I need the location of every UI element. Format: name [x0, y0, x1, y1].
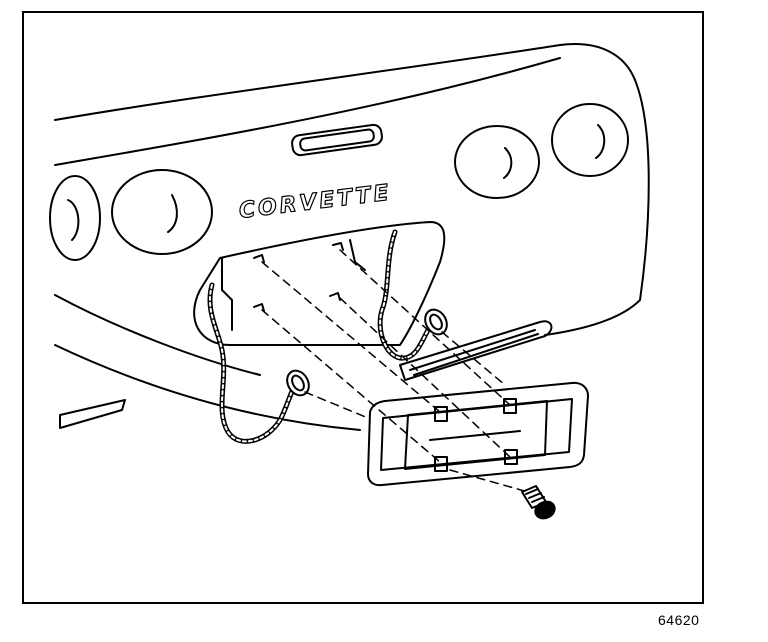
align-line-7: [449, 469, 529, 493]
license-lamp-left-lens: [291, 374, 305, 392]
screw-head: [534, 500, 556, 520]
bracket-slot-4: [504, 449, 518, 465]
wiring-harnesses: [207, 229, 431, 444]
tail-lamp-1: [49, 175, 101, 261]
figure-id-number: 64620: [658, 612, 700, 628]
bracket-slot-3: [434, 456, 448, 472]
fascia-top-inner-edge: [54, 57, 561, 166]
bracket-outer: [367, 381, 589, 487]
plate-pocket-outline: [193, 221, 446, 346]
plate-pocket: [193, 221, 446, 346]
pocket-mount-hole-4: [329, 292, 341, 301]
plate-pocket-inner-right: [349, 239, 366, 271]
license-lamp-right-lens: [429, 313, 443, 331]
center-stop-lamp-lens: [299, 128, 375, 152]
align-line-2: [339, 249, 511, 406]
tail-lamp-3-inner: [503, 147, 513, 179]
screw-threads: [525, 488, 545, 503]
harness-right-core: [379, 231, 429, 360]
rear-fascia: [54, 43, 650, 431]
center-stop-lamp: [291, 123, 383, 157]
align-line-6: [441, 331, 506, 386]
fascia-top-edge: [54, 43, 636, 121]
align-line-1: [261, 261, 441, 413]
tail-lamp-2-inner: [167, 194, 178, 233]
license-lamp-left: [286, 369, 310, 397]
pocket-mount-hole-1: [253, 254, 265, 263]
fascia-bottom-edge: [54, 344, 361, 431]
harness-left-core: [208, 284, 297, 443]
fascia-right-edge: [634, 79, 650, 301]
align-line-4: [339, 297, 511, 458]
tail-lamp-1-inner: [67, 199, 80, 241]
tail-lamps: [49, 103, 629, 261]
license-plate-bracket: [367, 381, 589, 487]
figure-frame: [22, 11, 704, 604]
tail-lamp-4-inner: [595, 124, 606, 159]
fastener-screw: [521, 485, 556, 520]
lower-reflector: [399, 320, 553, 381]
fascia-lower-edge: [54, 294, 261, 376]
tail-lamp-4: [551, 103, 629, 177]
pocket-mount-hole-3: [253, 303, 265, 312]
license-lamps: [286, 308, 448, 397]
plate-pocket-inner-left: [221, 257, 233, 331]
corvette-badge: CORVETTE: [238, 180, 393, 224]
pocket-mount-hole-2: [332, 242, 344, 251]
tail-lamp-2: [111, 169, 213, 255]
lower-reflector-lines: [409, 329, 539, 376]
bracket-slot-2: [503, 398, 517, 414]
bracket-rib: [429, 430, 521, 441]
tail-lamp-3: [454, 125, 540, 199]
align-line-5: [304, 391, 369, 419]
bracket-slot-1: [434, 406, 448, 422]
alignment-lines: [261, 249, 529, 493]
bracket-mount-area: [404, 400, 548, 470]
align-line-3: [261, 309, 441, 463]
fascia-right-lower-edge: [544, 299, 641, 336]
left-lower-reflector: [59, 399, 126, 429]
